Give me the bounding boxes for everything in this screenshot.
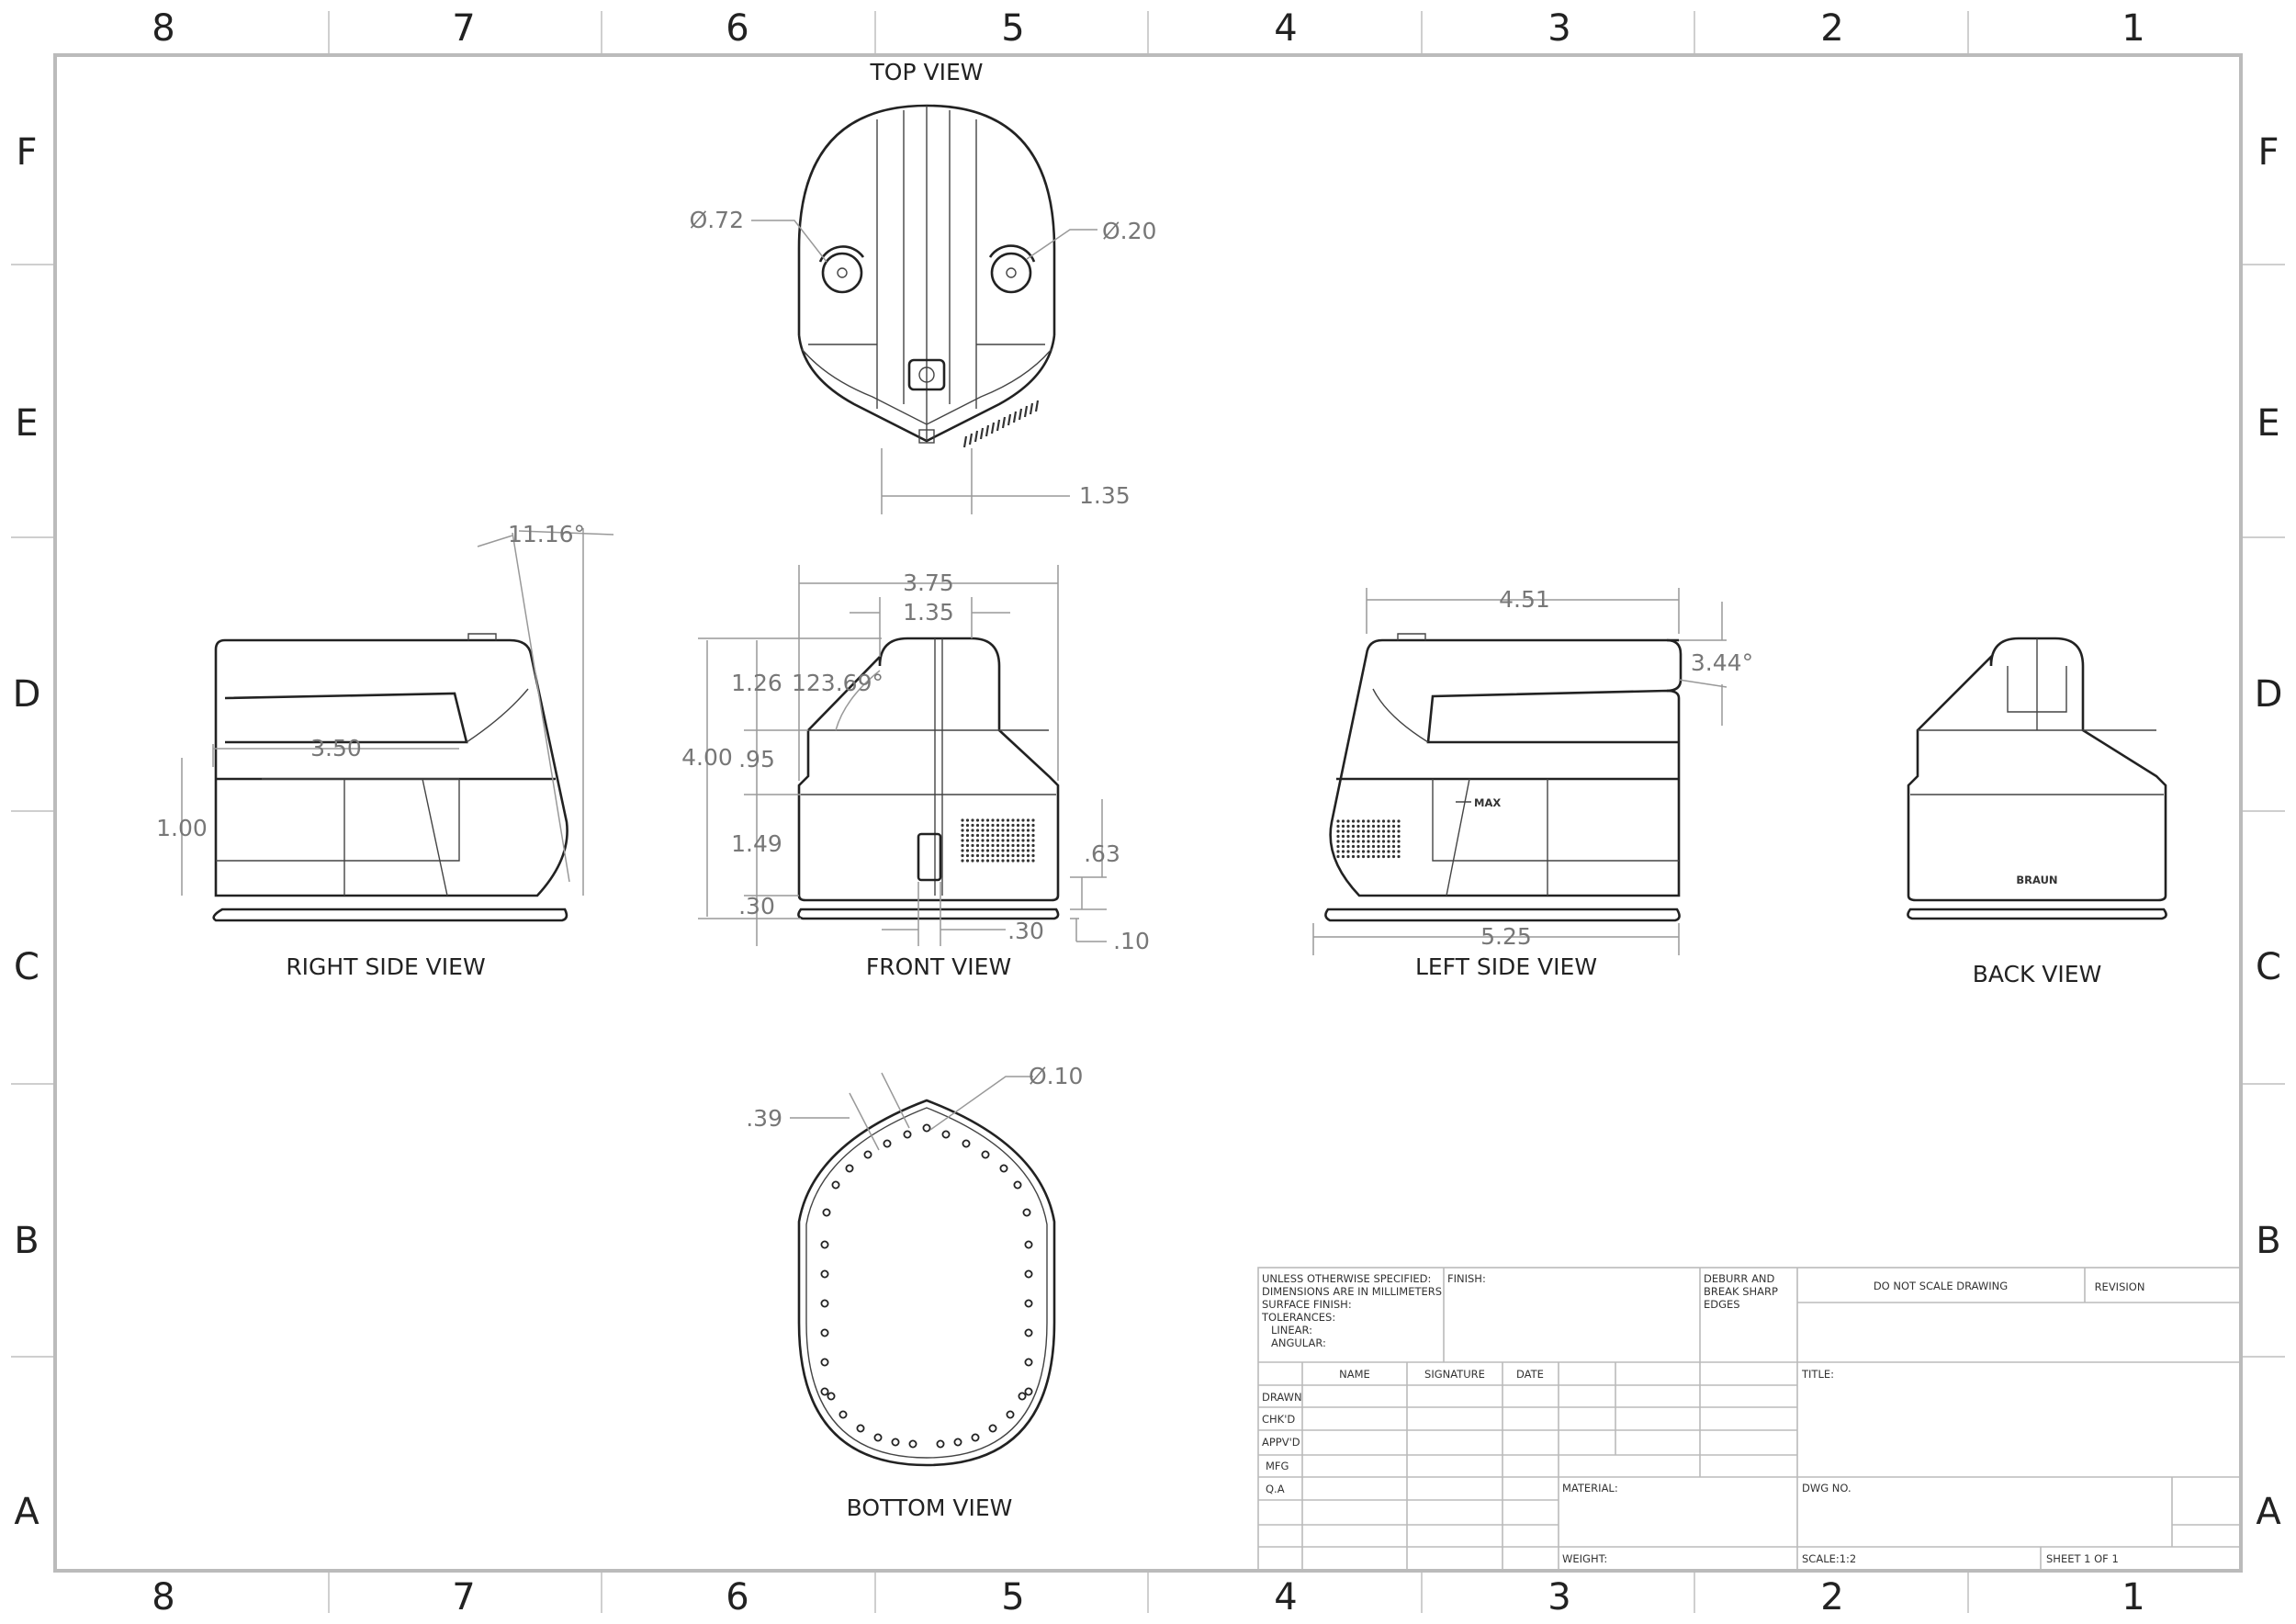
dim-right-height: 1.00: [156, 815, 208, 841]
tb-note-0: UNLESS OTHERWISE SPECIFIED:: [1262, 1272, 1431, 1285]
zone-row-B-left: B: [14, 1220, 39, 1262]
tb-row-qa: Q.A: [1266, 1483, 1285, 1495]
tb-dwg-no: DWG NO.: [1802, 1482, 1851, 1494]
right-dial: [990, 252, 1032, 294]
right-side-view: RIGHT SIDE VIEW 3.50 11.16° 1.00: [156, 521, 614, 980]
tb-scale: SCALE:1:2: [1802, 1552, 1856, 1565]
zone-column-3-top: 3: [1548, 7, 1570, 50]
tb-col-name: NAME: [1339, 1368, 1370, 1381]
drawing-border: [53, 53, 2243, 1573]
tb-material: MATERIAL:: [1562, 1482, 1618, 1494]
dim-left-top-length: 4.51: [1499, 586, 1550, 613]
zone-row-C-left: C: [14, 946, 39, 988]
dim-left-length: 5.25: [1480, 923, 1532, 950]
zone-ticks: [11, 11, 2285, 1613]
max-marking: MAX: [1474, 796, 1501, 809]
zone-column-8-bottom: 8: [152, 1576, 174, 1618]
zone-row-E-right: E: [2257, 402, 2279, 445]
left-dial: [821, 252, 863, 294]
dim-left-angle: 3.44°: [1691, 649, 1753, 676]
zone-row-E-left: E: [15, 402, 38, 445]
zone-row-D-right: D: [2255, 673, 2283, 716]
top-view: TOP VIEW Ø.72 Ø.20 1.35: [690, 59, 1156, 514]
tb-row-drawn: DRAWN: [1262, 1391, 1302, 1404]
tb-col-date: DATE: [1516, 1368, 1544, 1381]
dim-front-h3: 1.49: [731, 830, 782, 857]
zone-column-2-bottom: 2: [1820, 1576, 1843, 1618]
dim-front-base: .10: [1113, 928, 1150, 954]
zone-row-A-right: A: [2256, 1491, 2281, 1533]
tb-row-approved: APPV'D: [1262, 1436, 1300, 1449]
dim-right-angle: 11.16°: [508, 521, 585, 547]
tb-note-1: DIMENSIONS ARE IN MILLIMETERS: [1262, 1285, 1442, 1298]
zone-column-4-top: 4: [1274, 7, 1297, 50]
dim-front-width: 3.75: [903, 570, 954, 596]
back-view-label: BACK VIEW: [1973, 961, 2102, 987]
tb-sheet: SHEET 1 OF 1: [2046, 1552, 2119, 1565]
right-side-view-label: RIGHT SIDE VIEW: [286, 953, 485, 980]
tb-note-3: TOLERANCES:: [1261, 1311, 1335, 1324]
soleplate-holes: [820, 1123, 1033, 1449]
tb-weight: WEIGHT:: [1562, 1552, 1607, 1565]
dim-front-vent: .63: [1084, 840, 1120, 867]
zone-row-B-right: B: [2256, 1220, 2280, 1262]
dim-front-bottom-width: .30: [1007, 918, 1044, 944]
zone-row-C-right: C: [2256, 946, 2281, 988]
left-side-view-label: LEFT SIDE VIEW: [1415, 953, 1597, 980]
tb-title: TITLE:: [1801, 1368, 1834, 1381]
zone-column-7-top: 7: [452, 7, 475, 50]
tb-note-2: SURFACE FINISH:: [1262, 1298, 1352, 1311]
dim-top-width: 1.35: [1079, 482, 1131, 509]
zone-column-6-bottom: 6: [726, 1576, 748, 1618]
front-view-label: FRONT VIEW: [866, 953, 1011, 980]
back-view: BACK VIEW BRAUN: [1907, 637, 2167, 987]
tb-deburr-1: BREAK SHARP: [1704, 1285, 1778, 1298]
dim-front-h4: .30: [738, 893, 775, 919]
zone-row-F-right: F: [2257, 131, 2279, 174]
zone-column-4-bottom: 4: [1274, 1576, 1297, 1618]
zone-column-5-top: 5: [1001, 7, 1024, 50]
dim-bottom-spacing: .39: [746, 1105, 782, 1132]
zone-column-1-bottom: 1: [2122, 1576, 2144, 1618]
dim-top-dia-left: Ø.72: [690, 207, 744, 233]
dim-front-total: 4.00: [681, 744, 733, 771]
tb-row-checked: CHK'D: [1262, 1413, 1295, 1426]
tb-revision: REVISION: [2095, 1280, 2145, 1293]
tb-deburr-2: EDGES: [1704, 1298, 1740, 1311]
zone-row-F-left: F: [16, 131, 37, 174]
bottom-view: BOTTOM VIEW Ø.10 .39: [746, 1063, 1083, 1521]
zone-row-A-left: A: [14, 1491, 39, 1533]
tb-col-signature: SIGNATURE: [1424, 1368, 1485, 1381]
dim-bottom-hole: Ø.10: [1029, 1063, 1083, 1089]
tb-note-5: ANGULAR:: [1271, 1336, 1326, 1349]
tb-deburr-0: DEBURR AND: [1704, 1272, 1775, 1285]
zone-column-2-top: 2: [1820, 7, 1843, 50]
zone-column-8-top: 8: [152, 7, 174, 50]
dim-right-length: 3.50: [310, 735, 362, 761]
bottom-view-label: BOTTOM VIEW: [847, 1494, 1013, 1521]
top-view-label: TOP VIEW: [870, 59, 984, 85]
dim-front-h1: 1.26: [731, 670, 782, 696]
zone-column-6-top: 6: [726, 7, 748, 50]
dim-front-h2: .95: [738, 746, 775, 773]
tb-no-scale: DO NOT SCALE DRAWING: [1874, 1280, 2008, 1292]
tb-row-mfg: MFG: [1266, 1460, 1289, 1472]
tb-finish: FINISH:: [1447, 1272, 1486, 1285]
zone-column-1-top: 1: [2122, 7, 2144, 50]
brand-logo: BRAUN: [2016, 874, 2057, 886]
left-side-view: LEFT SIDE VIEW MAX 4.51 3.44° 5.25: [1312, 586, 1753, 980]
zone-column-5-bottom: 5: [1001, 1576, 1024, 1618]
zone-row-D-left: D: [13, 673, 41, 716]
title-block: UNLESS OTHERWISE SPECIFIED: DIMENSIONS A…: [1257, 1267, 2242, 1572]
front-view: FRONT VIEW 3.75 1: [681, 565, 1150, 980]
tb-note-4: LINEAR:: [1271, 1324, 1312, 1336]
zone-column-3-bottom: 3: [1548, 1576, 1570, 1618]
dim-top-dia-right: Ø.20: [1102, 218, 1156, 244]
dim-front-neck: 1.35: [903, 599, 954, 626]
zone-column-7-bottom: 7: [452, 1576, 475, 1618]
dim-front-angle: 123.69°: [792, 670, 884, 696]
